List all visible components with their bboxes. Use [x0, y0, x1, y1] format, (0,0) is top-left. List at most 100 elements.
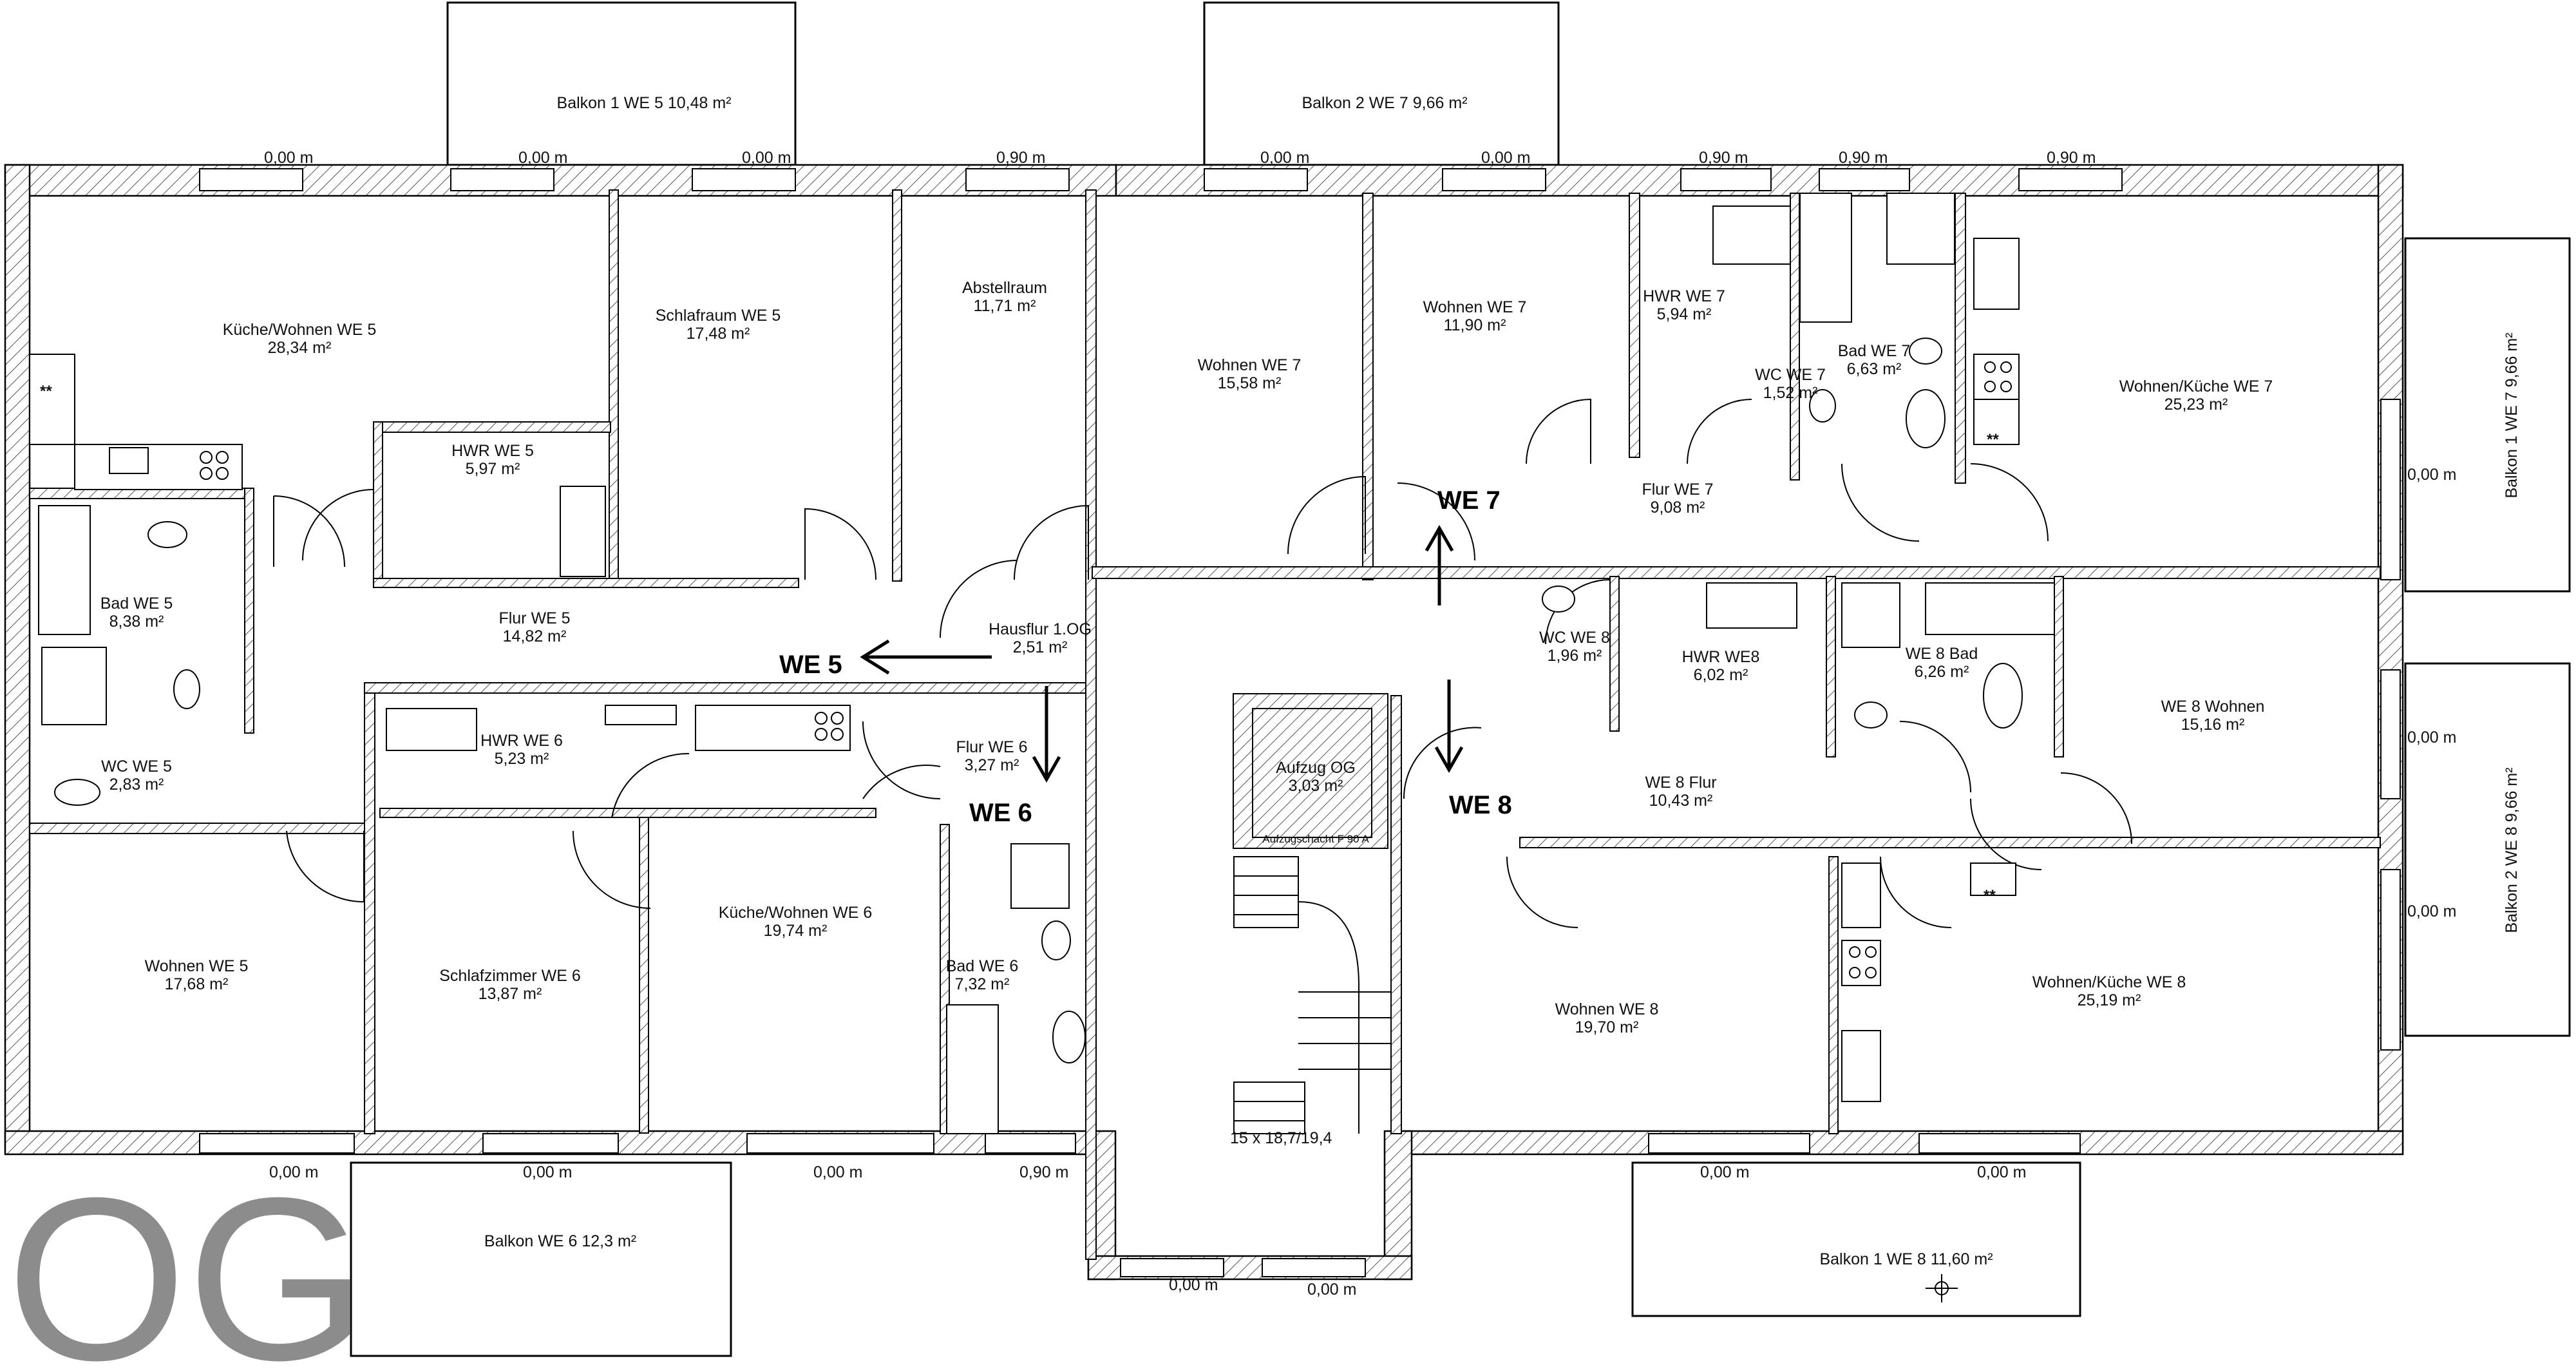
balcony-outline-we5 — [446, 1, 797, 166]
room-area-hwr-we7: 5,94 m² — [1657, 305, 1712, 323]
shaft-annotation: Aufzugschacht F 90 A — [1262, 833, 1369, 845]
dimension-label: 0,00 m — [2407, 466, 2456, 484]
dimension-labels: 0,00 m 0,00 m 0,00 m 0,90 m 0,00 m 0,00 … — [264, 149, 2456, 1299]
room-area-wohnen-we5: 17,68 m² — [165, 975, 229, 993]
room-name-hwr-we7: HWR WE 7 — [1643, 287, 1725, 305]
room-name-we8-wohnen: WE 8 Wohnen — [2161, 698, 2265, 716]
annotations: Aufzugschacht F 90 A 15 x 18,7/19,4 ** *… — [40, 383, 1999, 1302]
dimension-label: 0,00 m — [523, 1163, 572, 1181]
room-name-bad-we5: Bad WE 5 — [100, 595, 173, 613]
room-name-aufzug: Aufzug OG — [1276, 759, 1356, 777]
stair-elevator — [1233, 708, 1391, 1134]
room-area-we8-flur: 10,43 m² — [1649, 792, 1713, 810]
room-name-wohnen-kueche-we7: Wohnen/Küche WE 7 — [2119, 377, 2273, 395]
room-area-we8-wohnen: 15,16 m² — [2181, 716, 2245, 734]
room-name-flur-we7: Flur WE 7 — [1642, 481, 1713, 499]
dimension-label: 0,00 m — [742, 149, 791, 167]
balcony-outline-we7-2 — [1203, 1, 1560, 166]
dimension-label: 0,90 m — [996, 149, 1045, 167]
room-area-hwr-we8: 6,02 m² — [1694, 666, 1748, 684]
room-name-hwr-we5: HWR WE 5 — [451, 442, 534, 460]
star-marker: ** — [40, 383, 52, 400]
balcony-label-we8-2: Balkon 2 WE 8 9,66 m² — [2503, 767, 2521, 933]
unit-label-we6: WE 6 — [969, 799, 1032, 827]
room-area-schlafzimmer-we6: 13,87 m² — [478, 985, 542, 1003]
room-name-kueche-wohnen-we5: Küche/Wohnen WE 5 — [223, 321, 377, 339]
room-area-kueche-wohnen-we5: 28,34 m² — [268, 339, 332, 357]
balcony-label-we7-1: Balkon 1 WE 7 9,66 m² — [2503, 332, 2521, 498]
room-area-wc-we8: 1,96 m² — [1548, 647, 1602, 665]
balcony-outline-we8-2 — [2404, 662, 2571, 1037]
room-name-wc-we5: WC WE 5 — [101, 757, 172, 776]
room-name-hwr-we6: HWR WE 6 — [480, 732, 563, 750]
dimension-label: 0,90 m — [1839, 149, 1888, 167]
room-name-wc-we8: WC WE 8 — [1539, 629, 1610, 647]
dimension-label: 0,00 m — [1260, 149, 1309, 167]
star-marker: ** — [1987, 431, 1999, 448]
dimension-label: 0,00 m — [2407, 902, 2456, 920]
dimension-label: 0,00 m — [2407, 729, 2456, 747]
room-area-wohnen-we7-b: 11,90 m² — [1444, 316, 1506, 334]
room-name-wohnen-we8: Wohnen WE 8 — [1555, 1000, 1659, 1018]
unit-labels: WE 5 WE 6 WE 7 WE 8 — [779, 486, 1512, 827]
interior-walls — [29, 189, 2381, 1260]
room-area-flur-we6: 3,27 m² — [965, 756, 1019, 774]
room-name-abstellraum: Abstellraum — [962, 279, 1047, 297]
room-area-schlafraum-we5: 17,48 m² — [687, 325, 750, 343]
floor-label: OG — [6, 1150, 367, 1372]
room-name-wohnen-we7-a: Wohnen WE 7 — [1198, 356, 1302, 374]
dimension-label: 0,00 m — [813, 1163, 862, 1181]
room-area-bad-we8: 6,26 m² — [1915, 663, 1969, 681]
room-area-wohnen-kueche-we8: 25,19 m² — [2078, 991, 2141, 1009]
room-area-hwr-we5: 5,97 m² — [466, 460, 520, 478]
star-marker: ** — [1984, 887, 1996, 904]
room-name-hwr-we8: HWR WE8 — [1682, 648, 1760, 666]
dimension-label: 0,00 m — [264, 149, 313, 167]
balcony-labels: Balkon 1 WE 5 10,48 m² Balkon 2 WE 7 9,6… — [484, 94, 2521, 1268]
dimension-label: 0,90 m — [1019, 1163, 1068, 1181]
room-name-we8-flur: WE 8 Flur — [1645, 774, 1716, 792]
room-area-wohnen-we7-a: 15,58 m² — [1218, 374, 1282, 392]
room-name-schlafraum-we5: Schlafraum WE 5 — [656, 307, 781, 325]
balcony-label-we5: Balkon 1 WE 5 10,48 m² — [557, 94, 732, 112]
direction-arrows — [860, 524, 1464, 783]
room-area-flur-we7: 9,08 m² — [1651, 499, 1705, 517]
room-area-hausflur: 2,51 m² — [1013, 638, 1068, 656]
balcony-outline-we8-1 — [1631, 1161, 2081, 1317]
room-area-aufzug: 3,03 m² — [1289, 777, 1343, 795]
room-area-bad-we6: 7,32 m² — [955, 975, 1010, 993]
dimension-label: 0,00 m — [1977, 1163, 2026, 1181]
room-name-wohnen-we5: Wohnen WE 5 — [145, 957, 249, 975]
balcony-outline-we7-1 — [2404, 237, 2571, 593]
room-name-flur-we5: Flur WE 5 — [498, 609, 570, 627]
balcony-outline-we6 — [350, 1161, 732, 1357]
room-labels: Küche/Wohnen WE 5 28,34 m² Schlafraum WE… — [100, 279, 2273, 1036]
unit-label-we5: WE 5 — [779, 651, 842, 679]
room-name-bad-we7: Bad WE 7 — [1838, 342, 1911, 360]
room-area-wc-we7: 1,52 m² — [1763, 384, 1818, 402]
doors — [273, 398, 2132, 928]
room-name-wohnen-kueche-we8: Wohnen/Küche WE 8 — [2032, 973, 2186, 991]
windows — [199, 168, 2401, 1277]
room-area-abstellraum: 11,71 m² — [974, 297, 1036, 315]
dimension-label: 0,00 m — [518, 149, 567, 167]
dimension-label: 0,00 m — [269, 1163, 318, 1181]
room-name-kueche-wohnen-we6: Küche/Wohnen WE 6 — [719, 904, 873, 922]
room-area-kueche-wohnen-we6: 19,74 m² — [764, 922, 828, 940]
room-name-bad-we8: WE 8 Bad — [1906, 645, 1978, 663]
room-name-flur-we6: Flur WE 6 — [956, 738, 1027, 756]
room-name-wohnen-we7-b: Wohnen WE 7 — [1423, 298, 1527, 316]
dimension-label: 0,00 m — [1307, 1281, 1356, 1299]
dimension-label: 0,90 m — [2047, 149, 2096, 167]
dimension-label: 0,00 m — [1700, 1163, 1749, 1181]
dimension-label: 0,00 m — [1481, 149, 1530, 167]
room-name-hausflur: Hausflur 1.OG — [989, 620, 1092, 638]
fixtures — [29, 193, 2055, 1134]
room-area-bad-we7: 6,63 m² — [1847, 360, 1902, 378]
room-area-bad-we5: 8,38 m² — [109, 613, 164, 631]
stairs-annotation: 15 x 18,7/19,4 — [1230, 1129, 1332, 1147]
room-name-schlafzimmer-we6: Schlafzimmer WE 6 — [439, 967, 580, 985]
room-area-flur-we5: 14,82 m² — [503, 627, 567, 645]
room-area-hwr-we6: 5,23 m² — [495, 750, 549, 768]
